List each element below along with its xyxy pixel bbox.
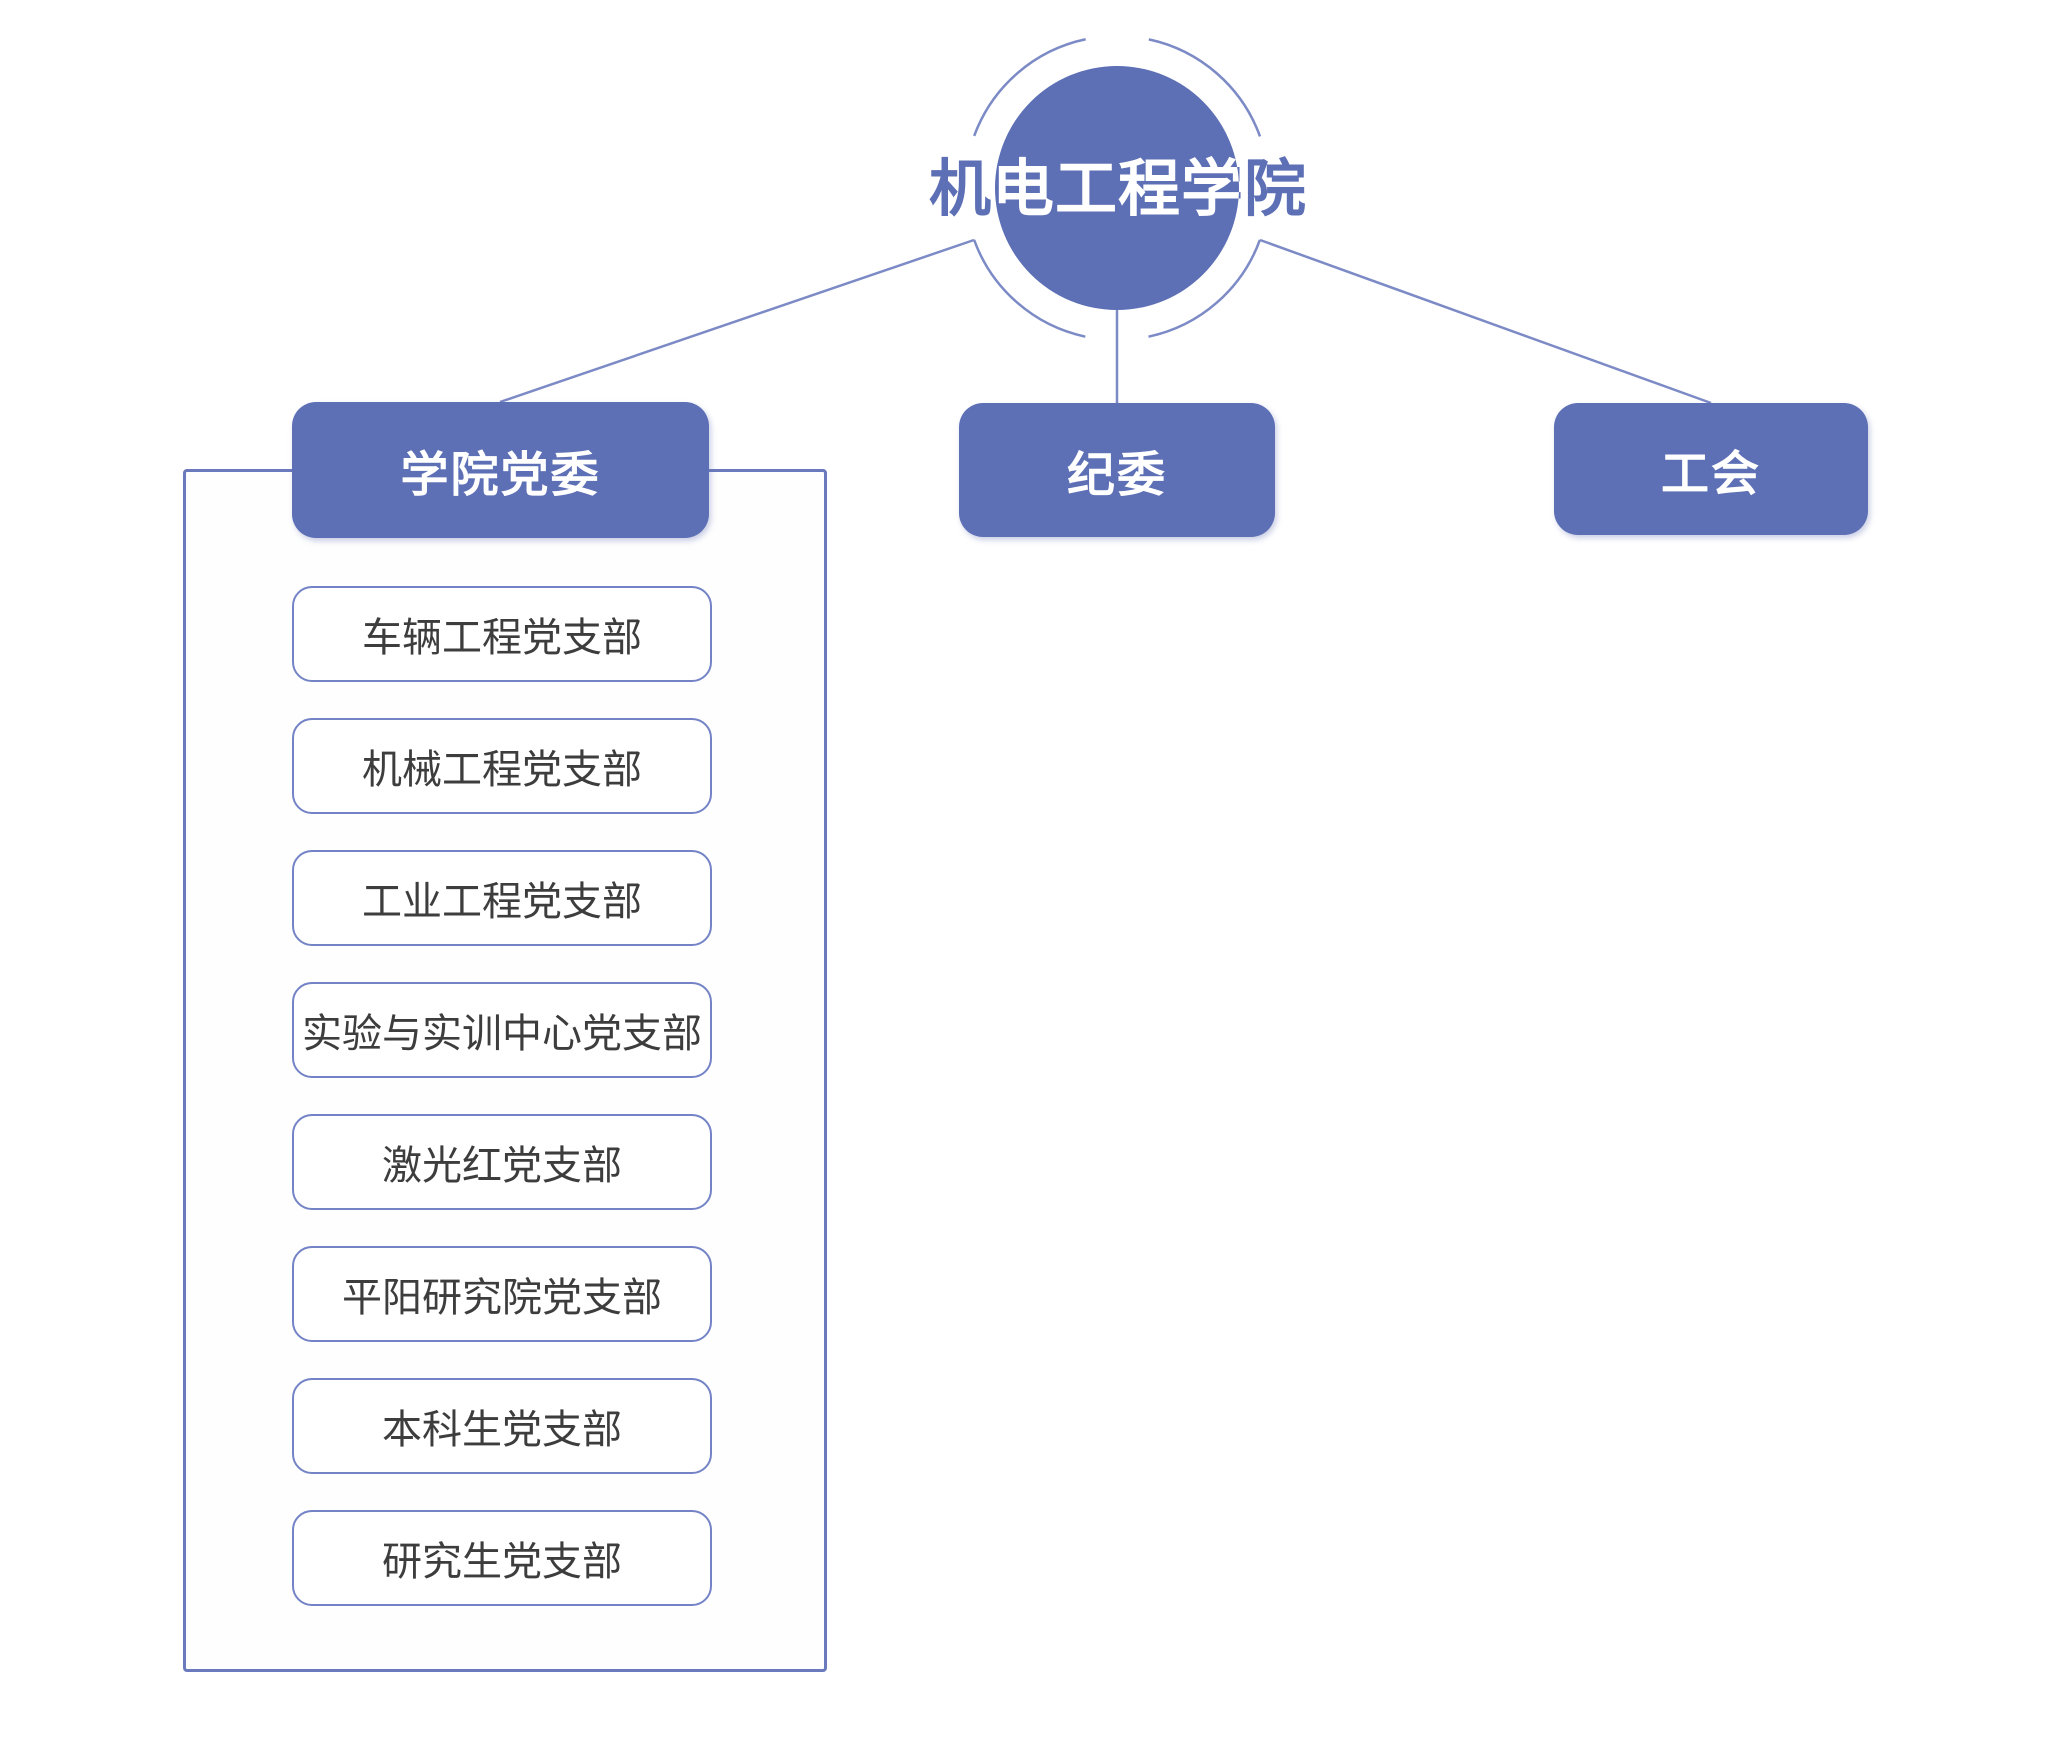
node-party-committee: 学院党委 [292, 402, 709, 538]
node-branch-pingyang-research-institute: 平阳研究院党支部 [292, 1246, 712, 1342]
node-branch-mechanical-engineering: 机械工程党支部 [292, 718, 712, 814]
node-branch-graduate: 研究生党支部 [292, 1510, 712, 1606]
node-discipline-committee: 纪委 [959, 403, 1275, 537]
node-branch-industrial-engineering: 工业工程党支部 [292, 850, 712, 946]
node-labor-union: 工会 [1554, 403, 1868, 535]
root-node-circle [995, 66, 1239, 310]
connector-root-to-labor-union [1259, 238, 1712, 405]
node-branch-laser-red: 激光红党支部 [292, 1114, 712, 1210]
node-branch-undergraduate: 本科生党支部 [292, 1378, 712, 1474]
root-node-label: 机电工程学院 [928, 155, 1307, 224]
node-branch-vehicle-engineering: 车辆工程党支部 [292, 586, 712, 682]
connector-root-to-party-committee [499, 238, 975, 404]
node-branch-lab-training-center: 实验与实训中心党支部 [292, 982, 712, 1078]
party-branches-container: 车辆工程党支部 机械工程党支部 工业工程党支部 实验与实训中心党支部 激光红党支… [183, 469, 827, 1672]
